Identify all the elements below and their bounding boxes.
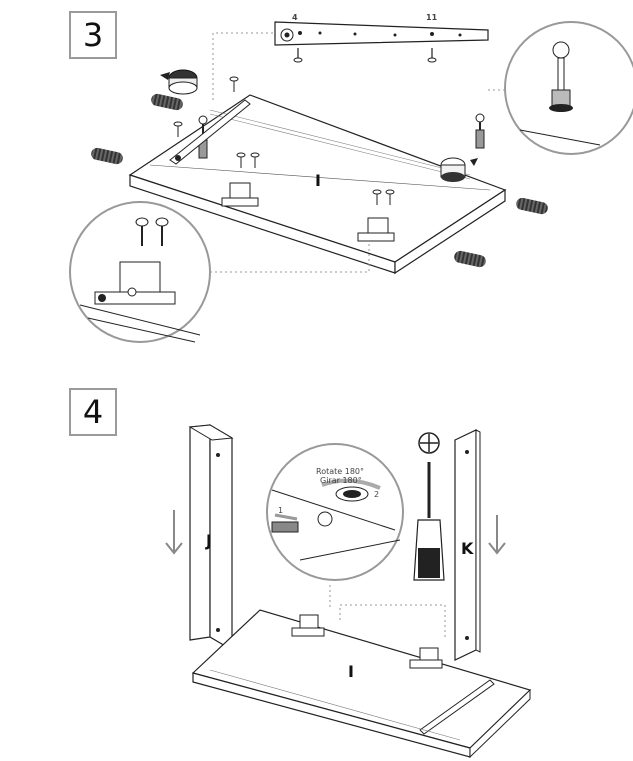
phillips-screwdriver-icon: [413, 432, 445, 581]
screw-icon: [236, 152, 246, 168]
wooden-dowel-icon: [516, 197, 548, 215]
drawer-rail: [274, 21, 489, 46]
cam-lock-icon: [160, 69, 198, 95]
girar-text: Girar 180°: [320, 476, 362, 485]
hinge-plate: [291, 614, 325, 637]
hinge-plate: [221, 182, 259, 207]
panel-k: [454, 429, 481, 661]
screw-icon: [372, 189, 382, 205]
screw-icon: [427, 48, 437, 63]
cam-lock-icon: [440, 157, 478, 182]
rail-hole-label-4: 4: [292, 13, 298, 22]
detail-zoom-cam-bolt: [504, 21, 633, 155]
sub-step-1: 1: [278, 506, 283, 515]
screw-icon: [173, 121, 183, 137]
detail-zoom-cam-lock: [266, 443, 404, 581]
board-i: [128, 94, 507, 275]
panel-j: [188, 423, 234, 652]
down-arrow-icon: [165, 510, 183, 555]
hinge-plate: [409, 647, 443, 669]
detail-zoom-hinge: [69, 201, 211, 343]
rotate-text: Rotate 180°: [316, 467, 364, 476]
rail-hole-label-11: 11: [426, 13, 438, 22]
hinge-plate: [357, 217, 395, 242]
board-i-label: I: [315, 171, 321, 190]
down-arrow-icon: [488, 515, 506, 555]
screw-icon: [293, 48, 303, 63]
screw-icon: [155, 217, 169, 246]
screw-icon: [250, 152, 260, 168]
screw-icon: [135, 217, 149, 246]
panel-k-label: K: [461, 539, 474, 558]
step-number-3: 3: [69, 11, 117, 59]
screw-icon: [385, 189, 395, 205]
wooden-dowel-icon: [454, 250, 486, 268]
base-board-i: [191, 609, 532, 759]
wooden-dowel-icon: [91, 147, 123, 165]
wooden-dowel-icon: [151, 93, 183, 111]
screw-icon: [229, 76, 239, 92]
sub-step-2: 2: [374, 490, 379, 499]
cam-bolt-icon: [475, 113, 485, 149]
panel-j-label: J: [205, 531, 212, 550]
base-board-i-label: I: [348, 662, 354, 681]
step-number-4: 4: [69, 388, 117, 436]
